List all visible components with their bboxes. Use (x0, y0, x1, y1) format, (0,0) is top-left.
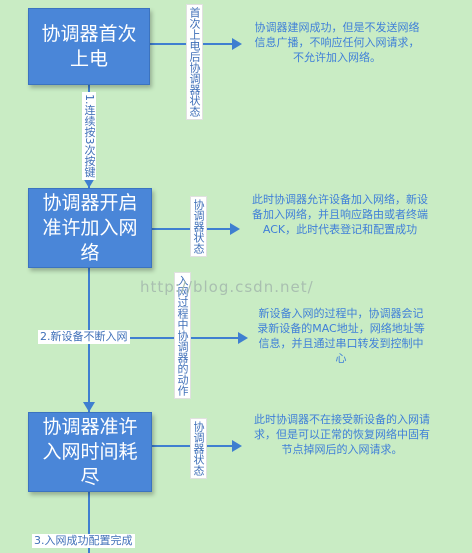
connector-row-1-arrowhead (232, 38, 242, 50)
description-row-1: 协调器建网成功，但是不发送网络信息广播，不响应任何入网请求，不允许加入网络。 (254, 21, 420, 64)
edge-label-step-1: 1.连续按3次按键 (82, 92, 96, 180)
node-first-power-on: 协调器首次上电 (28, 8, 150, 85)
main-flow-line (88, 85, 90, 553)
side-label-join-actions: 入网过程中协调器的动作 (174, 272, 191, 399)
description-row-2: 此时协调器允许设备加入网络，新设备加入网络，并且响应路由或者终端ACK，此时代表… (252, 193, 428, 236)
watermark: http://blog.csdn.net/ (140, 278, 314, 296)
edge-label-step-3: 3.入网成功配置完成 (32, 534, 135, 548)
description-row-3: 新设备入网的过程中，协调器会记录新设备的MAC地址，网络地址等信息，并且通过串口… (257, 307, 425, 365)
edge-label-step-2: 2.新设备不断入网 (38, 330, 130, 344)
connector-row-2-arrowhead (230, 223, 240, 235)
node-permit-join: 协调器开启准许加入网络 (28, 188, 152, 268)
node-permit-timeout: 协调器准许入网时间耗尽 (28, 412, 152, 492)
connector-row-3 (90, 337, 240, 339)
connector-row-3-arrowhead (238, 332, 248, 344)
side-label-state-4: 协调器状态 (190, 418, 207, 479)
description-row-4: 此时协调器不在接受新设备的入网请求，但是可以正常的恢复网络中固有节点掉网后的入网… (254, 413, 430, 456)
arrow-to-node-3 (83, 402, 95, 412)
side-label-initial-state: 首次上电后协调器状态 (186, 4, 203, 120)
connector-row-4-arrowhead (232, 440, 242, 452)
arrow-to-node-2 (83, 178, 95, 188)
side-label-state-2: 协调器状态 (190, 196, 207, 257)
